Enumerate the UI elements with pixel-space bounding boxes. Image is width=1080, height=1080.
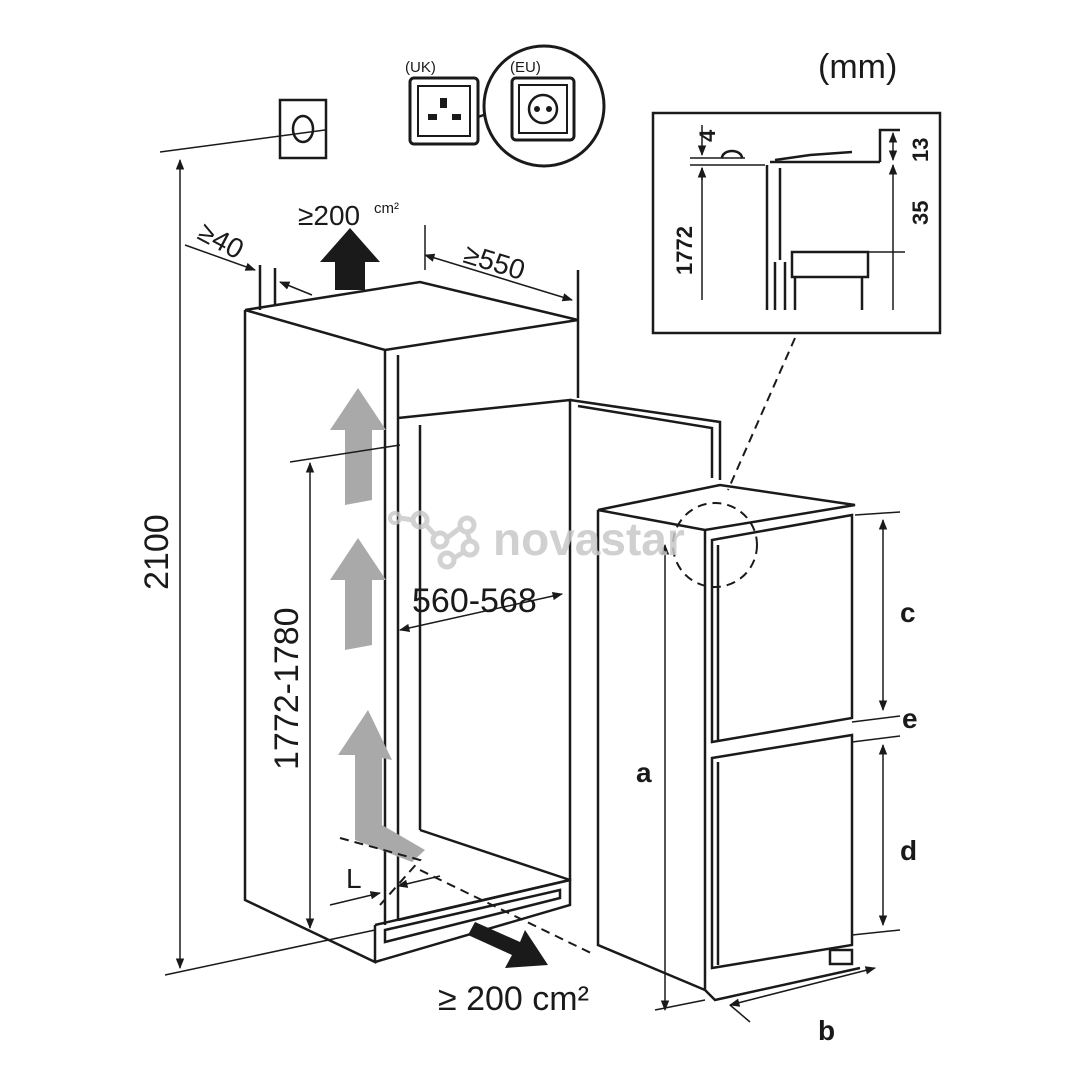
detail-1772: 1772 xyxy=(672,226,697,275)
detail-13: 13 xyxy=(908,138,933,162)
airflow-arrows xyxy=(320,228,548,968)
eu-socket-label: (EU) xyxy=(510,59,541,76)
detail-leader xyxy=(727,337,796,491)
uk-socket-label: (UK) xyxy=(405,59,436,76)
dimension-c: c xyxy=(900,597,916,628)
uk-socket-icon xyxy=(408,76,480,146)
airflow-arrow-icon xyxy=(330,538,386,650)
plinth-label: L xyxy=(346,863,362,894)
airflow-arrow-icon xyxy=(338,710,425,862)
niche-cabinet xyxy=(243,265,722,964)
eu-socket-icon xyxy=(477,44,606,168)
dimension-b: b xyxy=(818,1015,835,1046)
bottom-vent-label: ≥ 200 cm² xyxy=(438,980,589,1018)
watermark-logo xyxy=(388,510,480,570)
airflow-arrow-icon xyxy=(330,388,386,505)
niche-width-label: 560-568 xyxy=(412,582,537,620)
vent-up-arrow-icon xyxy=(320,228,380,290)
dimension-e: e xyxy=(902,703,918,734)
dimension-a: a xyxy=(636,757,652,788)
niche-height-label: 1772-1780 xyxy=(268,607,306,770)
appliance xyxy=(596,483,861,1002)
top-vent-unit: cm² xyxy=(374,200,399,217)
dimension-d: d xyxy=(900,835,917,866)
vent-in-arrow-icon xyxy=(468,922,548,968)
top-vent-label: ≥200 xyxy=(298,200,360,231)
wall-socket-icon xyxy=(159,98,328,160)
detail-4: 4 xyxy=(695,129,720,142)
watermark-text: novastar xyxy=(493,513,685,565)
detail-inset xyxy=(651,111,942,335)
detail-35: 35 xyxy=(908,201,933,225)
depth-label: ≥550 xyxy=(460,238,528,286)
units-label: (mm) xyxy=(818,48,897,86)
total-height-label: 2100 xyxy=(138,514,176,590)
